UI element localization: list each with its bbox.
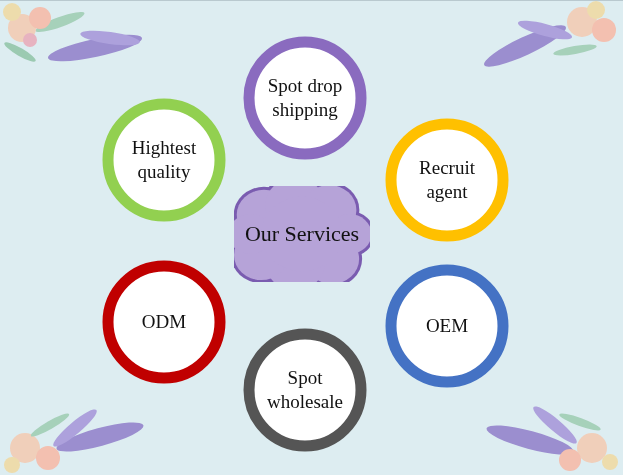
ring-shape [243, 328, 367, 452]
ring-shape [102, 98, 226, 222]
center-cloud: Our Services [234, 186, 370, 282]
ring-shape [243, 36, 367, 160]
service-label: Spot drop shipping [257, 74, 353, 122]
service-label: ODM [116, 310, 212, 334]
center-label: Our Services [224, 220, 380, 248]
service-label: Spot wholesale [257, 366, 353, 414]
service-circle: Recruit agent [385, 118, 509, 242]
service-circle: ODM [102, 260, 226, 384]
service-circle: Hightest quality [102, 98, 226, 222]
ring-shape [385, 118, 509, 242]
service-label: OEM [399, 314, 495, 338]
service-circle: OEM [385, 264, 509, 388]
service-label: Recruit agent [399, 156, 495, 204]
service-label: Hightest quality [116, 136, 212, 184]
service-circle: Spot wholesale [243, 328, 367, 452]
service-circle: Spot drop shipping [243, 36, 367, 160]
